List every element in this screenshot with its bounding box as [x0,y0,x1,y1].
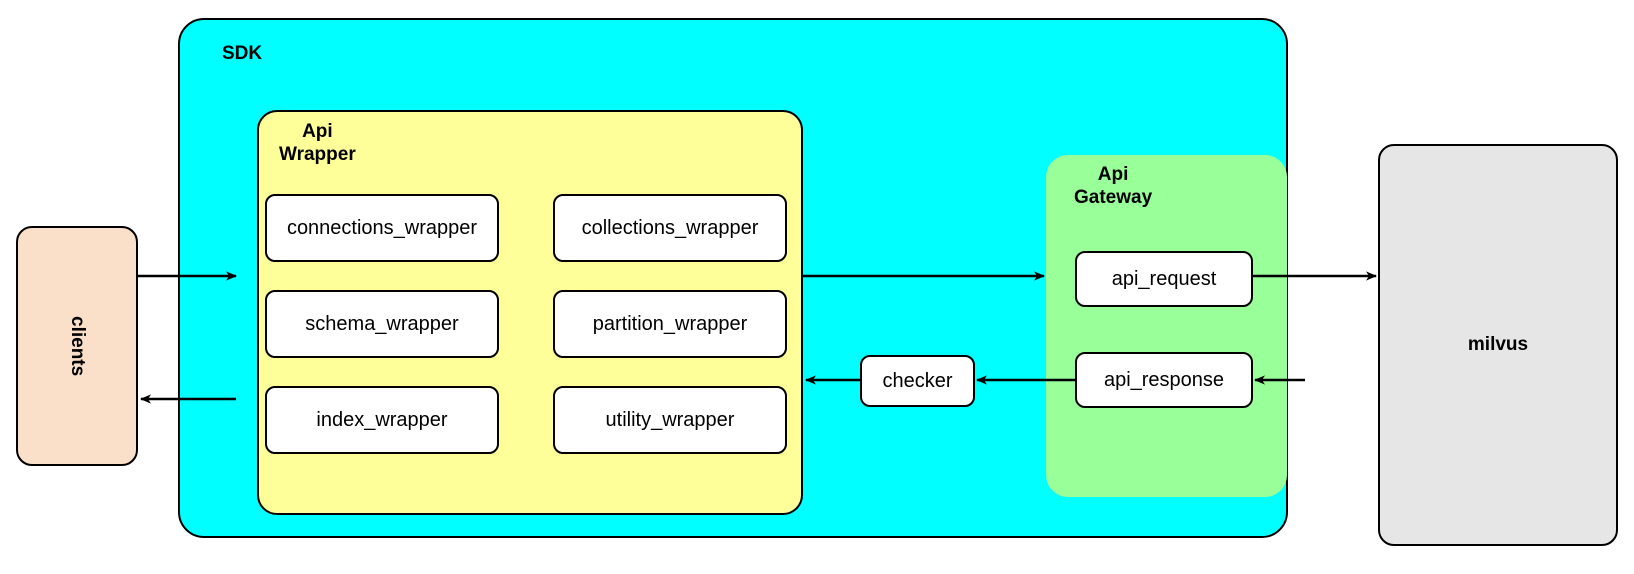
node-clients-label: clients [67,315,88,377]
node-index-wrapper[interactable]: index_wrapper [265,386,499,454]
node-checker[interactable]: checker [860,355,975,407]
node-collections-wrapper[interactable]: collections_wrapper [553,194,787,262]
node-connections-wrapper[interactable]: connections_wrapper [265,194,499,262]
node-connections-wrapper-label: connections_wrapper [286,217,478,239]
node-api-request-label: api_request [1111,268,1217,290]
node-index-wrapper-label: index_wrapper [316,409,448,431]
container-api-wrapper-label: Api Wrapper [279,121,356,166]
container-sdk-label: SDK [222,43,263,64]
node-checker-label: checker [882,370,953,392]
node-api-request[interactable]: api_request [1075,251,1253,307]
container-api-gateway-label: Api Gateway [1074,164,1153,209]
node-partition-wrapper[interactable]: partition_wrapper [553,290,787,358]
node-utility-wrapper-label: utility_wrapper [605,409,735,431]
node-schema-wrapper-label: schema_wrapper [305,313,459,335]
node-utility-wrapper[interactable]: utility_wrapper [553,386,787,454]
node-clients[interactable]: clients [16,226,138,466]
node-partition-wrapper-label: partition_wrapper [592,313,748,335]
node-api-response-label: api_response [1103,369,1225,391]
container-api-gateway[interactable]: Api Gateway [1046,155,1287,497]
node-milvus[interactable]: milvus [1378,144,1618,546]
node-schema-wrapper[interactable]: schema_wrapper [265,290,499,358]
node-milvus-label: milvus [1467,334,1529,355]
node-collections-wrapper-label: collections_wrapper [581,217,759,239]
node-api-response[interactable]: api_response [1075,352,1253,408]
